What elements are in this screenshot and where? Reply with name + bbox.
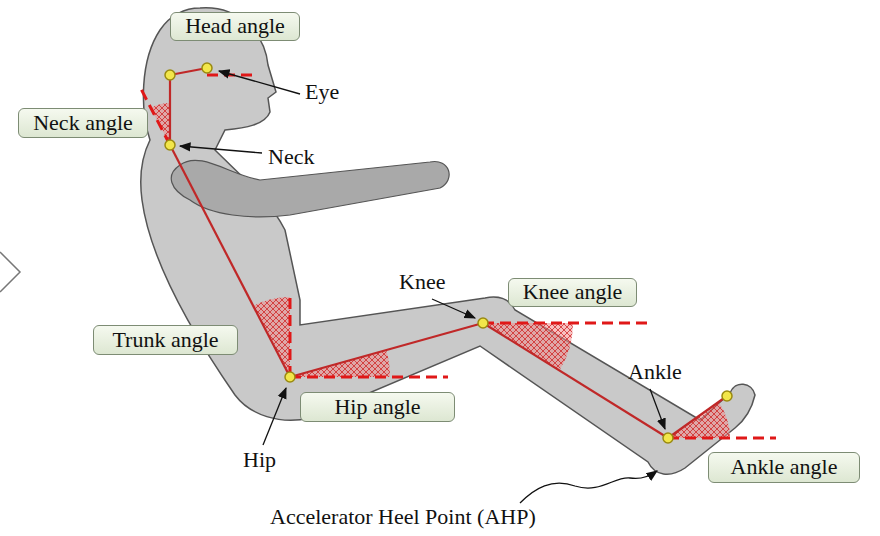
angle-label-box: Ankle angle <box>708 452 860 483</box>
angle-label-box: Neck angle <box>18 108 148 138</box>
angle-label-box: Trunk angle <box>93 325 238 355</box>
angle-wedges <box>151 103 730 438</box>
angle-label: Neck angle <box>33 111 133 135</box>
joint-label: Knee <box>399 270 445 294</box>
angle-label: Trunk angle <box>112 328 218 352</box>
joint-label: Eye <box>305 80 339 104</box>
chevron <box>0 252 20 292</box>
reference-point-label: Accelerator Heel Point (AHP) <box>270 505 536 529</box>
reference-lines <box>140 75 776 438</box>
angle-label: Head angle <box>185 14 285 38</box>
body-silhouette <box>141 8 755 474</box>
leader-lines <box>180 71 665 503</box>
angle-label: Knee angle <box>523 280 623 304</box>
angle-label: Hip angle <box>334 395 420 419</box>
angle-label-box: Head angle <box>170 12 300 41</box>
joint-dots <box>165 63 732 443</box>
skeleton-lines <box>170 68 727 438</box>
joint-label: Neck <box>268 145 314 169</box>
angle-label-box: Knee angle <box>508 278 637 307</box>
joint-label: Hip <box>243 448 276 472</box>
angle-label: Ankle angle <box>731 455 838 479</box>
angle-label-box: Hip angle <box>300 392 455 422</box>
joint-label: Ankle <box>628 360 682 384</box>
